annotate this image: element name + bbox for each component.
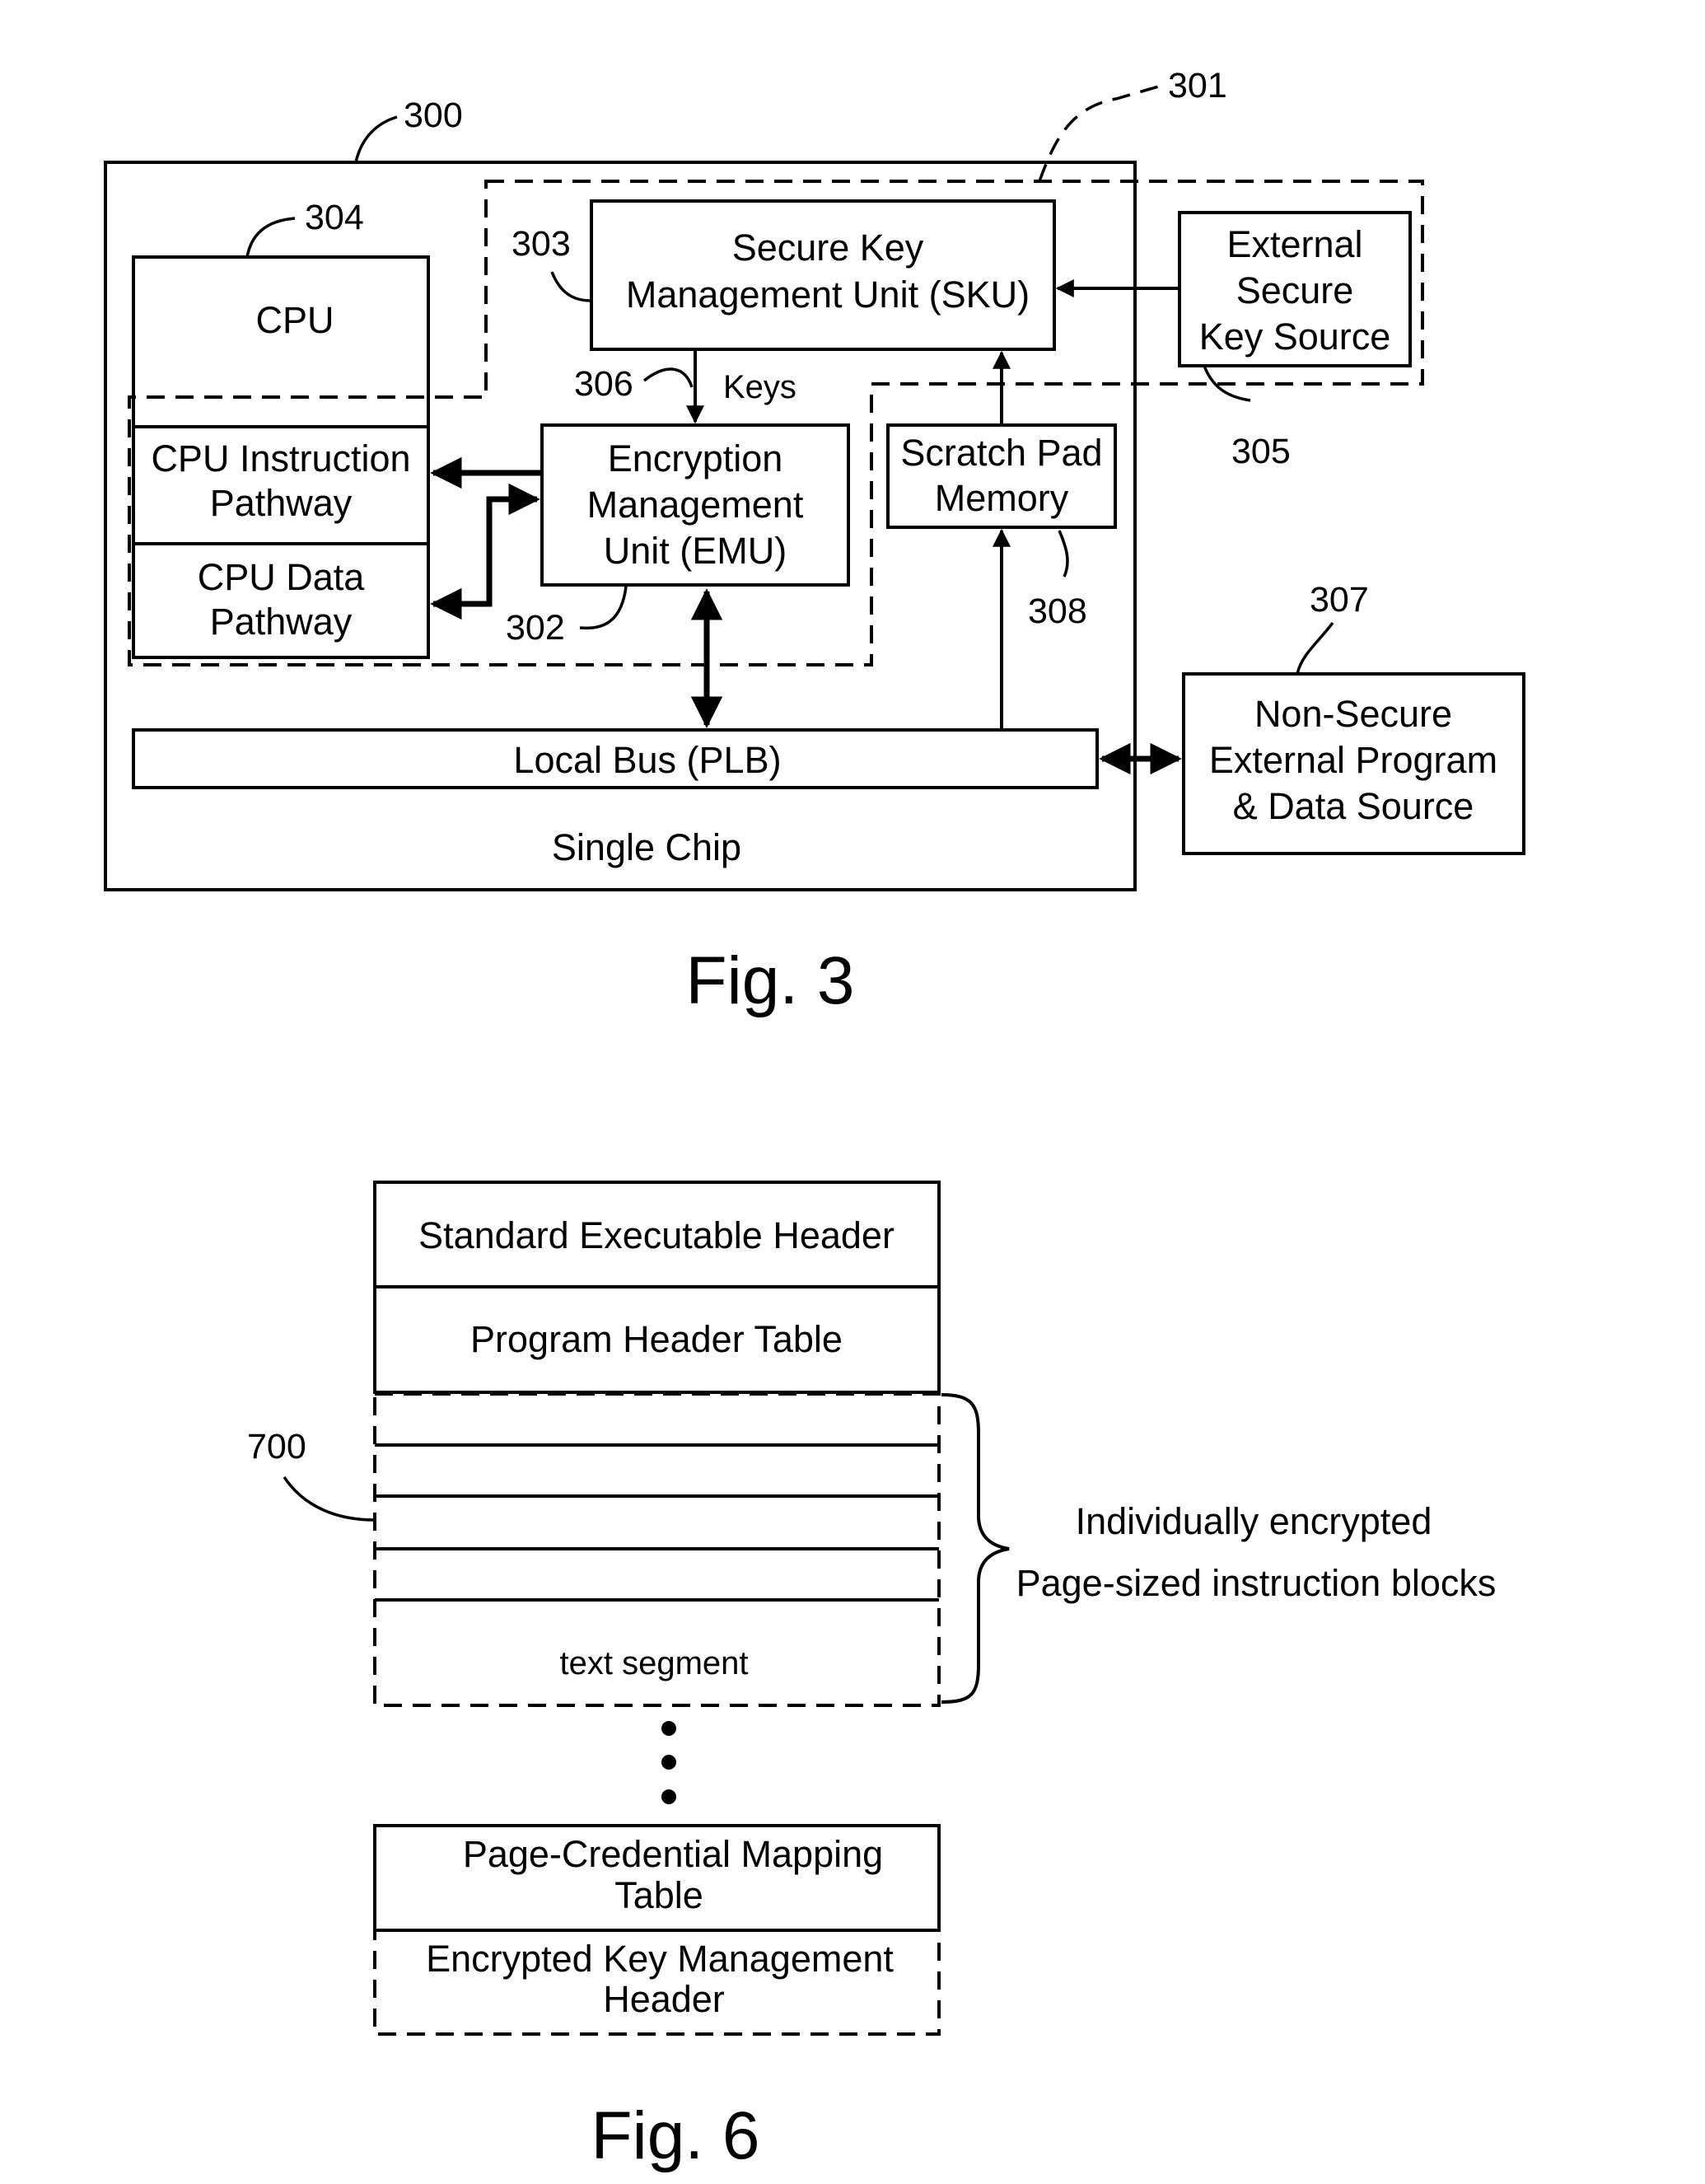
ref-306-label: 306: [574, 364, 633, 404]
ellipsis-dot-1: [661, 1721, 676, 1736]
ref-300-leader: [354, 115, 398, 163]
text-segment-label: text segment: [559, 1645, 748, 1681]
page-blocks-brace: [941, 1393, 1010, 1704]
emu-line3: Unit (EMU): [604, 530, 787, 572]
cpu-data-line1: CPU Data: [198, 556, 366, 598]
scratch-pad-line1: Scratch Pad: [900, 432, 1102, 474]
encrypted-key-header-box: [373, 1929, 941, 2036]
page-credential-line2: Table: [614, 1874, 703, 1916]
brace-label-line1: Individually encrypted: [1076, 1500, 1432, 1542]
brace-label-line2: Page-sized instruction blocks: [1016, 1562, 1497, 1604]
ref-305-label: 305: [1231, 432, 1291, 471]
ref-700-label: 700: [247, 1427, 306, 1466]
encrypted-key-header-line1: Encrypted Key Management: [426, 1938, 894, 1980]
keys-label: Keys: [723, 369, 796, 405]
ref-303-leader: [550, 271, 592, 302]
cpu-data-line2: Pathway: [210, 601, 353, 643]
sku-box: [590, 199, 1056, 351]
ref-305-leader: [1203, 365, 1251, 402]
fig6-caption: Fig. 6: [591, 2098, 759, 2173]
external-key-line2: Secure: [1236, 269, 1354, 311]
sku-line1: Secure Key: [732, 227, 924, 269]
ellipsis-dot-3: [661, 1789, 676, 1804]
non-secure-line3: & Data Source: [1233, 785, 1474, 827]
ref-301-leader: [1038, 84, 1162, 182]
single-chip-label: Single Chip: [552, 826, 741, 868]
single-chip-box: [104, 161, 1137, 891]
cpu-instruction-line1: CPU Instruction: [151, 437, 410, 479]
secure-boundary-301: [128, 180, 1424, 666]
emu-line2: Management: [587, 484, 804, 526]
ref-300-label: 300: [404, 96, 463, 135]
emu-box: [540, 423, 850, 587]
ref-304-label: 304: [305, 198, 364, 237]
local-bus-label: Local Bus (PLB): [513, 739, 781, 781]
ref-304-leader: [245, 217, 296, 258]
external-key-line3: Key Source: [1199, 316, 1391, 358]
ref-302-label: 302: [506, 608, 565, 648]
ref-306-leader: [642, 367, 694, 388]
ref-302-leader: [579, 586, 628, 630]
ref-301-label: 301: [1168, 66, 1227, 105]
cpu-label: CPU: [255, 299, 334, 341]
fig3-caption: Fig. 3: [685, 943, 854, 1018]
encrypted-key-header-line2: Header: [603, 1978, 725, 2020]
cpu-instruction-line2: Pathway: [210, 482, 353, 524]
cpu-box: [132, 255, 430, 659]
ref-308-label: 308: [1028, 592, 1087, 631]
non-secure-line2: External Program: [1209, 739, 1497, 781]
ref-700-leader: [283, 1476, 376, 1522]
ref-307-leader: [1296, 621, 1334, 675]
program-header-table-box: [373, 1285, 941, 1394]
non-secure-line1: Non-Secure: [1254, 693, 1452, 735]
external-key-line1: External: [1226, 223, 1362, 265]
ref-308-leader: [1058, 530, 1069, 578]
ellipsis-dot-2: [661, 1755, 676, 1770]
standard-header-label: Standard Executable Header: [418, 1214, 895, 1256]
local-bus-box: [132, 728, 1099, 789]
non-secure-source-box: [1182, 672, 1525, 855]
page-credential-table-box: [373, 1824, 941, 1932]
program-header-table-label: Program Header Table: [470, 1318, 843, 1360]
arrow-cpu-data-emu: [430, 483, 540, 620]
ref-307-label: 307: [1310, 580, 1369, 620]
ref-303-label: 303: [512, 224, 571, 264]
scratch-pad-line2: Memory: [935, 477, 1069, 519]
emu-line1: Encryption: [608, 437, 783, 479]
fig6-diagram: Standard Executable Header Program Heade…: [247, 1181, 1497, 2173]
fig3-diagram: 300 301 CPU CPU Instruction Pathway CPU …: [104, 66, 1525, 1018]
page-credential-line1: Page-Credential Mapping: [463, 1833, 883, 1875]
sku-line2: Management Unit (SKU): [626, 274, 1030, 316]
